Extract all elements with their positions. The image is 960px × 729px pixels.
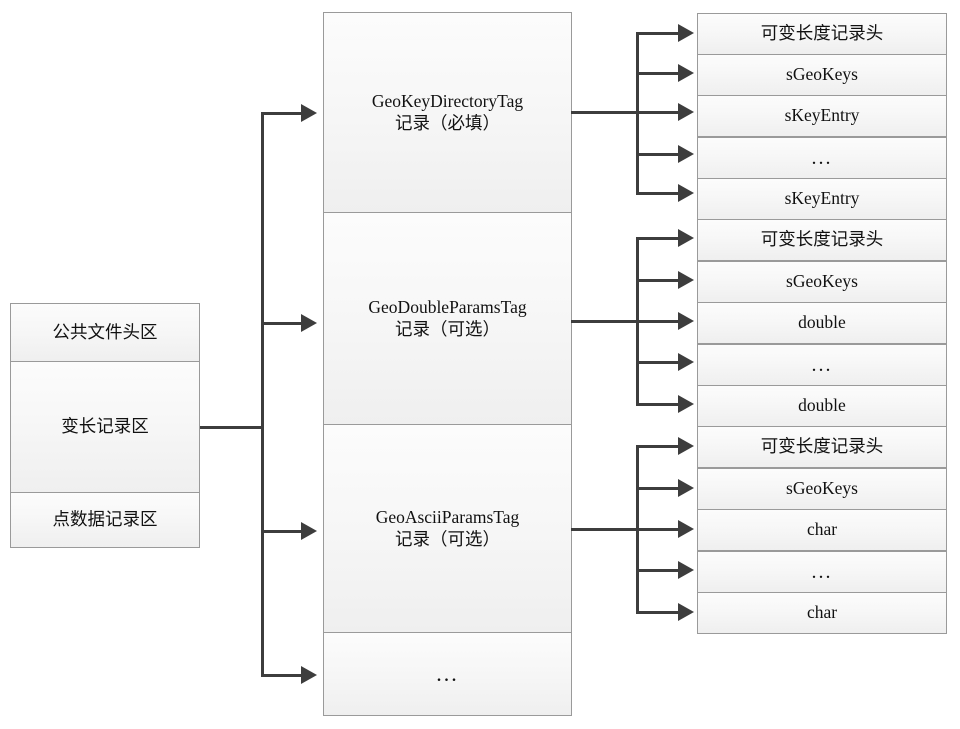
connector-g1-branch-1 xyxy=(636,32,684,35)
g3-row-label: char xyxy=(806,519,838,540)
g2-row-label: 可变长度记录头 xyxy=(760,229,884,250)
mid-cell-more: ... xyxy=(323,632,572,716)
mid-cell-line1: GeoDoubleParamsTag xyxy=(368,296,527,317)
connector-g3-branch-5 xyxy=(636,611,684,614)
connector-g3-branch-3 xyxy=(636,528,684,531)
g2-row-double-last: double xyxy=(697,385,947,427)
g3-row-ellipsis: ... xyxy=(697,551,947,593)
g1-row-sgeokeys: sGeoKeys xyxy=(697,54,947,96)
left-cell-label: 变长记录区 xyxy=(61,416,149,437)
arrow-g2-row-5 xyxy=(678,395,694,413)
connector-left-branch-3 xyxy=(261,530,307,533)
connector-g1-branch-4 xyxy=(636,153,684,156)
g2-row-double-first: double xyxy=(697,302,947,344)
connector-left-branch-4 xyxy=(261,674,307,677)
connector-g2-branch-1 xyxy=(636,237,684,240)
g3-row-sgeokeys: sGeoKeys xyxy=(697,468,947,510)
connector-g2-stem xyxy=(571,320,638,323)
g2-row-header: 可变长度记录头 xyxy=(697,219,947,261)
connector-left-stem xyxy=(200,426,263,429)
mid-cell-line1: ... xyxy=(436,661,459,687)
arrow-g3-row-5 xyxy=(678,603,694,621)
mid-cell-line1: GeoKeyDirectoryTag xyxy=(371,90,524,111)
connector-g1-branch-3 xyxy=(636,111,684,114)
g2-row-label: sGeoKeys xyxy=(786,271,858,292)
g3-row-char-first: char xyxy=(697,509,947,551)
arrow-left-to-mid-1 xyxy=(301,104,317,122)
g3-row-label: ... xyxy=(811,560,833,583)
connector-g3-branch-1 xyxy=(636,445,684,448)
mid-cell-line1: GeoAsciiParamsTag xyxy=(375,506,520,527)
g3-row-char-last: char xyxy=(697,592,947,634)
g1-row-label: 可变长度记录头 xyxy=(760,23,884,44)
connector-g2-branch-5 xyxy=(636,403,684,406)
g1-row-skeyentry-first: sKeyEntry xyxy=(697,95,947,137)
g2-row-label: ... xyxy=(811,353,833,376)
arrow-g3-row-4 xyxy=(678,561,694,579)
left-cell-label: 点数据记录区 xyxy=(52,509,158,530)
arrow-g2-row-3 xyxy=(678,312,694,330)
mid-cell-line2: 记录（可选） xyxy=(394,528,500,549)
g2-row-label: double xyxy=(798,312,846,333)
g3-row-label: 可变长度记录头 xyxy=(760,436,884,457)
left-cell-public-header: 公共文件头区 xyxy=(10,303,200,362)
mid-cell-line2: 记录（可选） xyxy=(395,318,500,339)
arrow-g1-row-1 xyxy=(678,24,694,42)
arrow-g1-row-4 xyxy=(678,145,694,163)
arrow-g2-row-2 xyxy=(678,271,694,289)
left-cell-label: 公共文件头区 xyxy=(52,321,158,342)
arrow-left-to-mid-3 xyxy=(301,522,317,540)
connector-g3-branch-2 xyxy=(636,487,684,490)
connector-g1-stem xyxy=(571,111,638,114)
connector-left-branch-1 xyxy=(261,112,307,115)
left-cell-variable-length-records: 变长记录区 xyxy=(10,361,200,493)
arrow-g3-row-3 xyxy=(678,520,694,538)
arrow-g2-row-4 xyxy=(678,353,694,371)
connector-left-trunk xyxy=(261,113,264,676)
arrow-g1-row-3 xyxy=(678,103,694,121)
g2-row-ellipsis: ... xyxy=(697,344,947,386)
mid-cell-line2: 记录（必填） xyxy=(394,112,500,133)
g2-row-sgeokeys: sGeoKeys xyxy=(697,261,947,303)
g1-row-label: sKeyEntry xyxy=(784,105,860,126)
g3-row-header: 可变长度记录头 xyxy=(697,426,947,468)
left-cell-point-data-records: 点数据记录区 xyxy=(10,492,200,548)
g1-row-skeyentry-last: sKeyEntry xyxy=(697,178,947,220)
connector-g3-branch-4 xyxy=(636,569,684,572)
g1-row-ellipsis: ... xyxy=(697,137,947,179)
g1-row-label: sKeyEntry xyxy=(784,188,860,209)
connector-left-branch-2 xyxy=(261,322,307,325)
connector-g2-branch-2 xyxy=(636,279,684,282)
arrow-g1-row-5 xyxy=(678,184,694,202)
arrow-g1-row-2 xyxy=(678,64,694,82)
arrow-g3-row-2 xyxy=(678,479,694,497)
g1-row-label: sGeoKeys xyxy=(786,64,858,85)
connector-g2-branch-4 xyxy=(636,361,684,364)
connector-g1-branch-2 xyxy=(636,72,684,75)
arrow-left-to-mid-4 xyxy=(301,666,317,684)
arrow-g3-row-1 xyxy=(678,437,694,455)
connector-g2-branch-3 xyxy=(636,320,684,323)
g2-row-label: double xyxy=(798,395,846,416)
arrow-left-to-mid-2 xyxy=(301,314,317,332)
connector-g3-stem xyxy=(571,528,638,531)
connector-g1-branch-5 xyxy=(636,192,684,195)
arrow-g2-row-1 xyxy=(678,229,694,247)
g3-row-label: sGeoKeys xyxy=(786,478,858,499)
g1-row-label: ... xyxy=(811,146,833,169)
g3-row-label: char xyxy=(806,602,838,623)
g1-row-header: 可变长度记录头 xyxy=(697,13,947,55)
